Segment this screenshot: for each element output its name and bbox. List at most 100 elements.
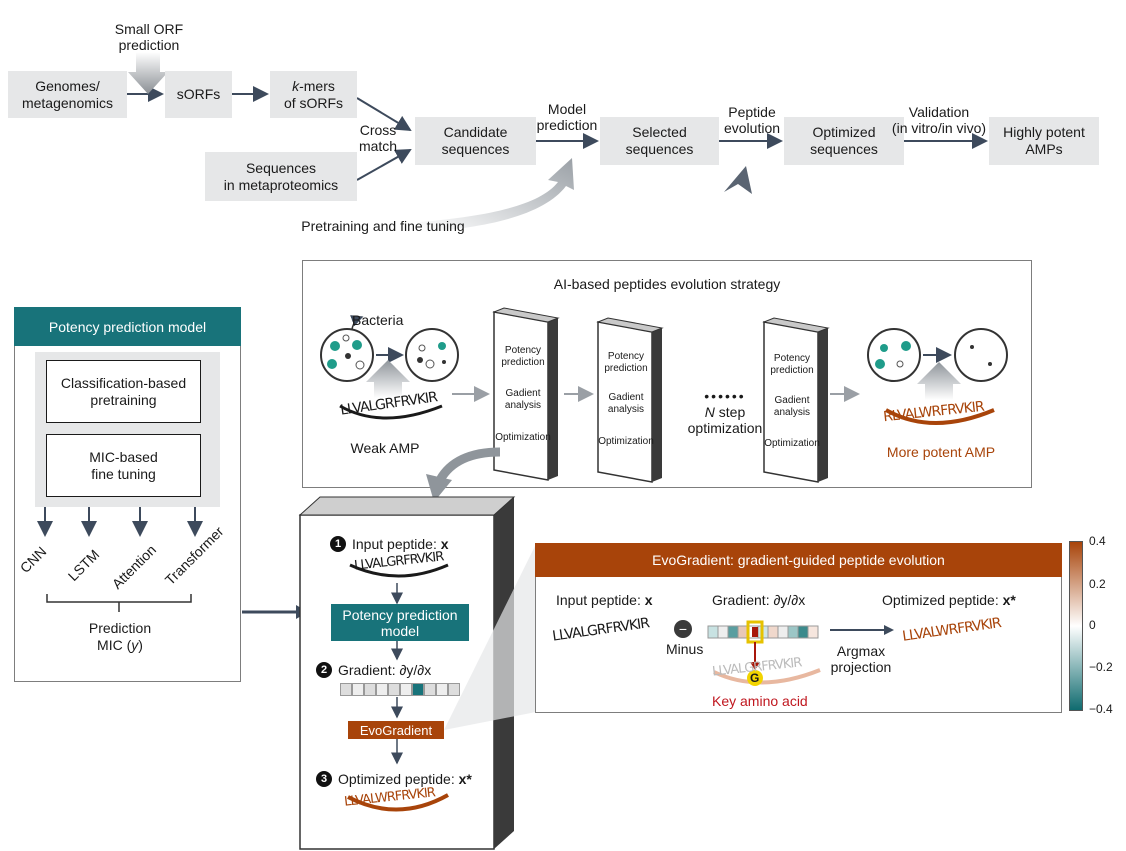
evogradient-title: EvoGradient: gradient-guided peptide evo… — [535, 543, 1062, 577]
evo-input-label: Input peptide: x — [556, 592, 653, 608]
colorbar-tick-4: −0.2 — [1089, 660, 1113, 674]
n-step-label: N step optimization — [682, 404, 768, 436]
petri-dish-icon — [405, 328, 459, 382]
evo-gradient-label: Gradient: ∂y/∂x — [712, 592, 806, 608]
evo-input-var: x — [644, 592, 653, 608]
slab3-gadient: Gadient analysis — [773, 395, 811, 418]
petri-dish-icon — [867, 328, 921, 382]
grad-cell — [424, 683, 436, 696]
sorfs-box: sORFs — [165, 71, 232, 118]
mic-y-label: MIC (y) — [70, 637, 170, 653]
evo-opt-var: x* — [1002, 592, 1016, 608]
selected-box: Selected sequences — [600, 117, 719, 165]
candidate-box: Candidate sequences — [415, 117, 536, 165]
grad-cell — [448, 683, 460, 696]
n-var: N — [704, 404, 715, 420]
zoom-projection — [444, 544, 536, 730]
mic-prefix: MIC ( — [97, 637, 132, 653]
sequences-box: Sequences in metaproteomics — [205, 152, 357, 201]
ellipsis-dots: •••••• — [704, 388, 746, 404]
grad-cell — [400, 683, 412, 696]
model-arrows — [37, 507, 203, 612]
argmax-arrow — [830, 625, 894, 635]
slab1-optimization: Optimization — [495, 432, 551, 443]
small-orf-label: Small ORF prediction — [114, 21, 184, 53]
pipeline-connectors — [127, 52, 988, 232]
slab3-optimization: Optimization — [764, 438, 820, 449]
step3: 3 Optimized peptide: x* — [316, 771, 472, 787]
validation-label: Validation (in vitro/in vivo) — [891, 104, 987, 136]
prediction-label: Prediction — [88, 620, 152, 636]
down-arrow-icon — [128, 52, 168, 94]
mic-suffix: ) — [138, 637, 143, 653]
step1-number-icon: 1 — [330, 536, 346, 552]
potency-model-button: Potency prediction model — [331, 604, 469, 641]
evo-gradient-graphics — [707, 620, 821, 686]
colorbar-tick-3: 0 — [1089, 618, 1096, 632]
step3-var: x* — [458, 771, 472, 787]
evolution-graphics — [320, 307, 1008, 483]
swoosh-arrow-icon — [420, 158, 574, 232]
bacteria-label: Bacteria — [352, 312, 404, 328]
slab-3d-icon — [492, 307, 560, 481]
slab1-potency: Potency prediction — [501, 345, 545, 368]
grad-cell — [388, 683, 400, 696]
minus-label: Minus — [666, 641, 704, 657]
minus-icon: − — [674, 620, 692, 638]
more-potent-label: More potent AMP — [886, 444, 996, 460]
slab2-gadient: Gadient analysis — [607, 392, 645, 415]
step3-number-icon: 3 — [316, 771, 332, 787]
potency-model-title: Potency prediction model — [14, 307, 241, 346]
evolution-title: AI-based peptides evolution strategy — [553, 276, 781, 292]
classification-box: Classification-based pretraining — [46, 360, 201, 423]
argmax-label: Argmax projection — [830, 643, 892, 675]
kmers-box: k-mers of sORFs — [270, 71, 357, 118]
key-amino-label: Key amino acid — [712, 693, 808, 709]
weak-amp-label: Weak AMP — [350, 440, 420, 456]
evo-input-text: Input peptide: — [556, 592, 645, 608]
highly-potent-box: Highly potent AMPs — [989, 117, 1099, 165]
curved-arrow-icon — [426, 447, 501, 502]
slab-3d-icon — [762, 317, 830, 483]
gradient-strip — [340, 683, 460, 696]
evo-optimized-label: Optimized peptide: x* — [882, 592, 1016, 608]
step2-number-icon: 2 — [316, 662, 332, 678]
genomes-box: Genomes/ metagenomics — [8, 71, 127, 118]
grad-cell — [352, 683, 364, 696]
slab1-gadient: Gadient analysis — [504, 388, 542, 411]
petri-dish-icon — [320, 328, 374, 382]
peptide-evolution-label: Peptide evolution — [723, 104, 781, 136]
grad-cell — [412, 683, 424, 696]
g-amino-label: G — [750, 671, 760, 685]
petri-dish-icon — [954, 328, 1008, 382]
step1-label: Input peptide: — [352, 536, 441, 552]
mic-box: MIC-based fine tuning — [46, 434, 201, 497]
step2-label: Gradient: ∂y/∂x — [338, 662, 432, 678]
up-arrow-icon — [366, 360, 410, 398]
step3-label: Optimized peptide: — [338, 771, 459, 787]
slab2-optimization: Optimization — [598, 436, 654, 447]
evogradient-badge: EvoGradient — [348, 721, 444, 739]
grad-cell — [436, 683, 448, 696]
slab-3d-icon — [596, 317, 664, 483]
slab2-potency: Potency prediction — [604, 351, 648, 374]
grad-cell — [376, 683, 388, 696]
step-text: step optimization — [687, 404, 763, 436]
mic-var: y — [131, 637, 139, 653]
step2: 2 Gradient: ∂y/∂x — [316, 662, 431, 678]
optimized-box: Optimized sequences — [784, 117, 904, 165]
colorbar-tick-5: −0.4 — [1089, 702, 1113, 716]
up-arrow-icon — [917, 362, 961, 400]
colorbar-tick-2: 0.2 — [1089, 577, 1106, 591]
slab3-potency: Potency prediction — [770, 353, 814, 376]
grad-cell — [340, 683, 352, 696]
colorbar — [1069, 541, 1083, 711]
step1: 1 Input peptide: x — [330, 536, 449, 552]
kmers-text: -mers of sORFs — [283, 77, 344, 111]
arrowhead-icon — [724, 166, 752, 194]
cross-match-label: Cross match — [358, 122, 398, 154]
model-prediction-label: Model prediction — [536, 101, 598, 133]
step1-var: x — [440, 536, 449, 552]
kmers-k: k — [292, 77, 300, 94]
colorbar-tick-1: 0.4 — [1089, 534, 1106, 548]
